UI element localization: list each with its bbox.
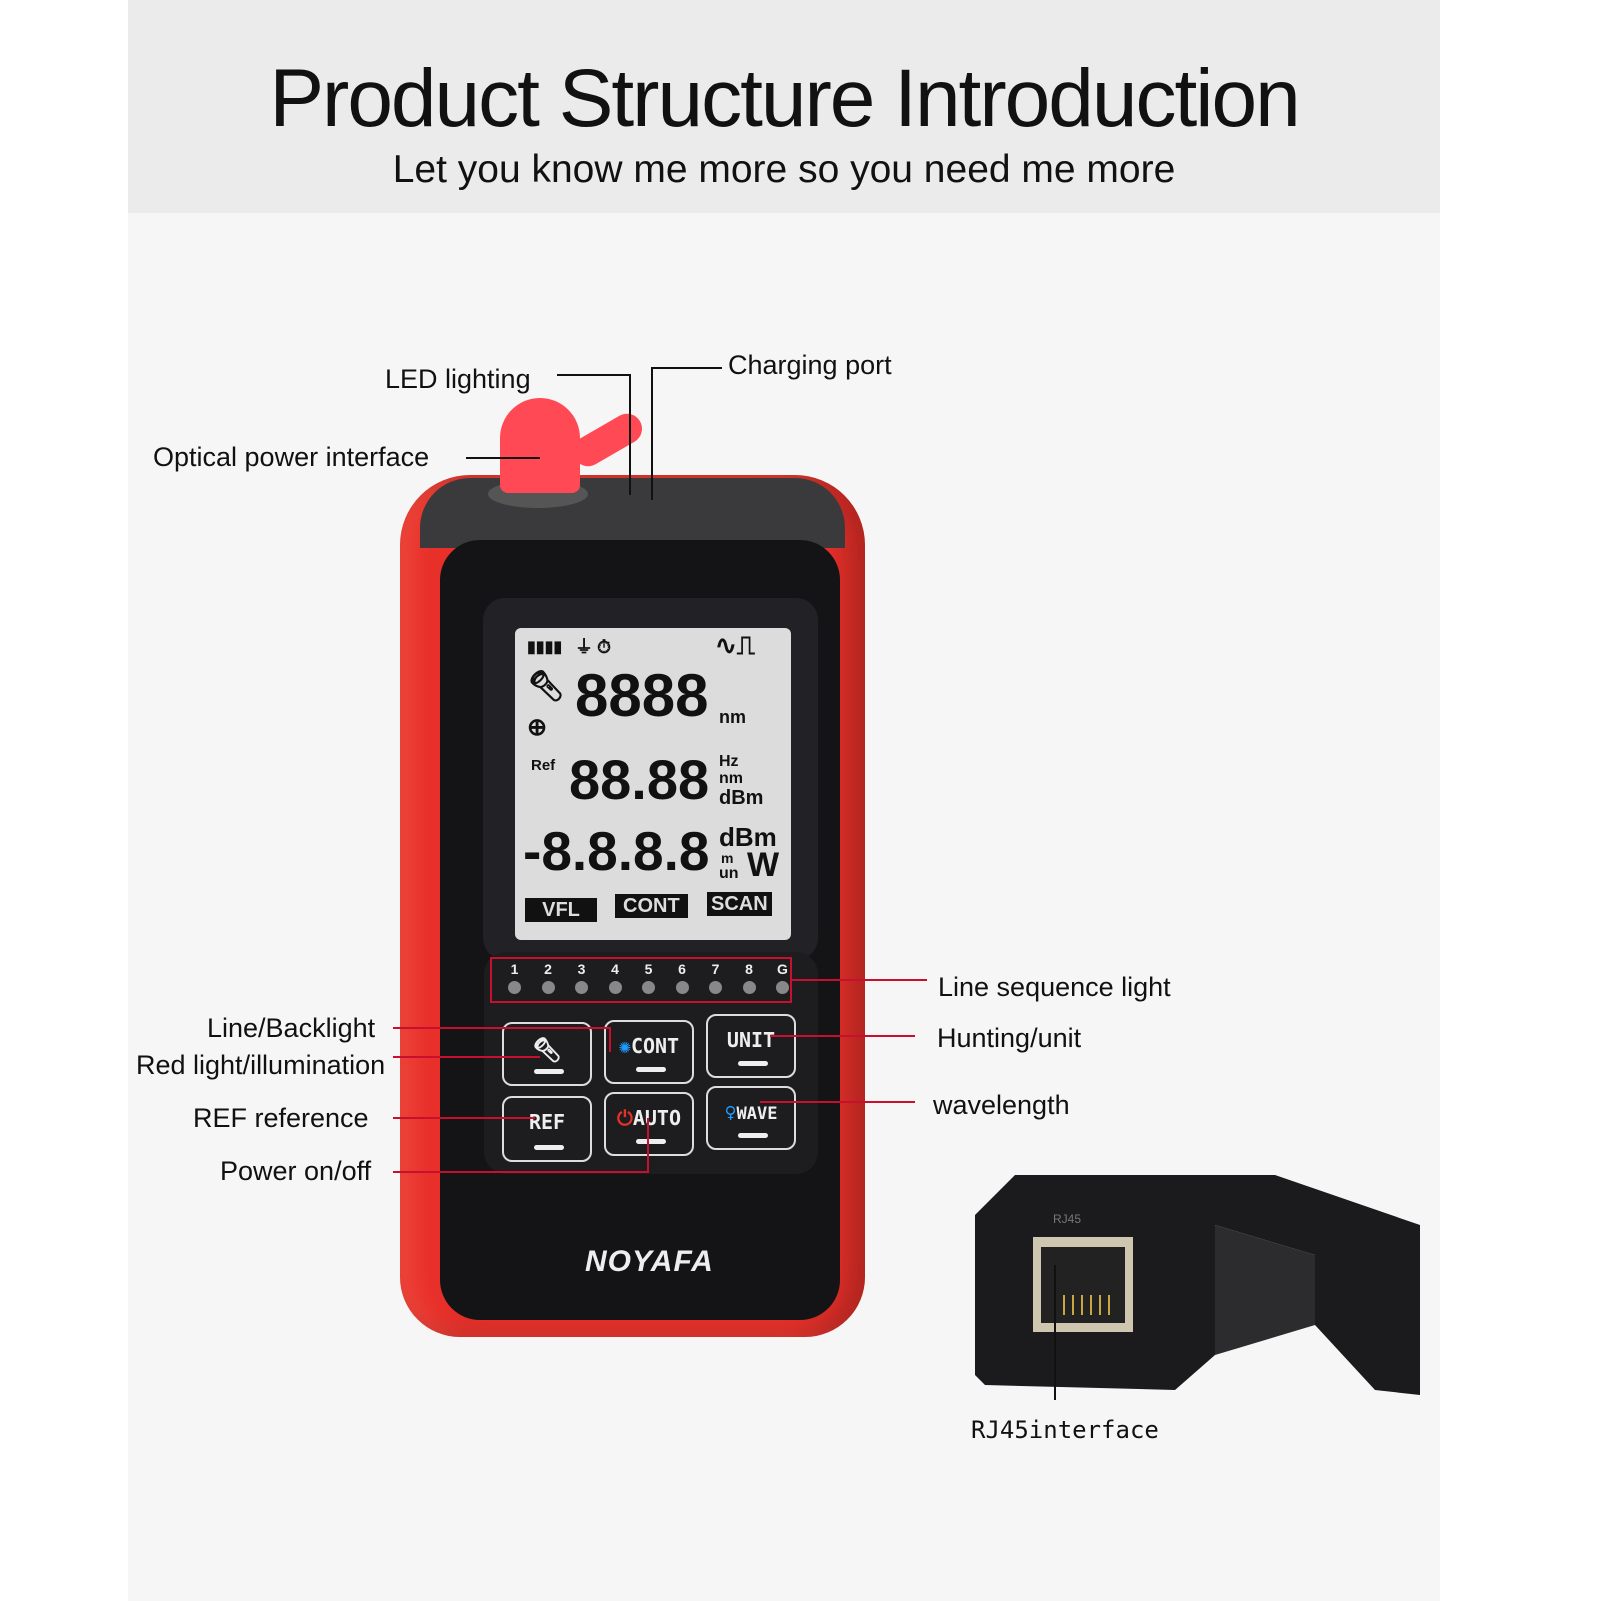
mode-cont: CONT — [615, 894, 688, 918]
led-light — [608, 981, 622, 994]
lcd-row2-unit-dbm: dBm — [719, 787, 764, 809]
lcd-row2-unit-hz: Hz — [719, 753, 739, 770]
line-sequence-leds: 1 2 3 4 5 6 7 8 G — [490, 957, 792, 1003]
callout-wavelength: wavelength — [933, 1090, 1070, 1120]
led-light — [508, 981, 521, 994]
led-number: 3 — [577, 961, 586, 977]
wave-button[interactable]: ♀WAVE — [706, 1086, 796, 1150]
led-light — [776, 981, 789, 994]
callout-ref: REF reference — [193, 1103, 369, 1133]
callout-optical-power: Optical power interface — [153, 442, 430, 472]
power-icon: ⏻ — [617, 1106, 633, 1130]
callout-line-backlight: Line/Backlight — [207, 1013, 376, 1043]
led-light — [675, 981, 689, 994]
optical-dust-cap — [500, 398, 580, 493]
lcd-row2: 88.88 — [569, 748, 710, 811]
led-number: 6 — [678, 961, 686, 977]
ref-button[interactable]: REF — [502, 1096, 592, 1162]
led-number: 1 — [510, 961, 519, 977]
lcd-ref: Ref — [531, 757, 556, 774]
callout-line-sequence: Line sequence light — [938, 972, 1171, 1002]
lcd-row3-unit-m: m — [721, 850, 734, 866]
plug-icon: ⏚ — [575, 637, 593, 657]
callout-charging-port: Charging port — [728, 350, 892, 380]
lcd-row3-unit-dbm: dBm — [719, 822, 777, 852]
rj45-port-label: RJ45 — [1053, 1212, 1081, 1226]
led-light — [709, 981, 722, 994]
page-subtitle: Let you know me more so you need me more — [392, 148, 1176, 191]
page-title: Product Structure Introduction — [269, 53, 1300, 144]
led-number: 4 — [611, 961, 619, 977]
callout-led-lighting: LED lighting — [385, 364, 531, 394]
led-light — [642, 981, 655, 994]
led-number: 2 — [544, 961, 552, 977]
led-number: 7 — [711, 961, 720, 977]
wave-button-label: WAVE — [736, 1104, 778, 1124]
lcd-row1: 8888 — [575, 662, 709, 729]
led-light — [742, 981, 756, 994]
led-number: G — [777, 961, 788, 977]
callout-power: Power on/off — [220, 1156, 372, 1186]
lcd-row3: -8.8.8.8 — [523, 820, 710, 882]
lcd-row1-unit: nm — [719, 707, 746, 727]
backlight-button[interactable]: 🔦︎ — [502, 1022, 592, 1086]
rj45-adapter: RJ45 — [975, 1175, 1420, 1395]
battery-icon: ▮▮▮▮ — [527, 639, 563, 656]
led-light — [541, 981, 555, 994]
lcd-screen: ▮▮▮▮ ⏚ ⏱ ∿⎍ 🔦︎ ⊕ 8888 nm Ref 88.88 Hz nm… — [515, 628, 791, 940]
target-icon: ⊕ — [527, 714, 548, 741]
backlight-icon: ✺ — [618, 1034, 631, 1058]
cont-button-label: CONT — [630, 1034, 680, 1058]
cont-button[interactable]: ✺CONT — [604, 1020, 694, 1084]
unit-button-label: UNIT — [726, 1028, 776, 1052]
unit-button[interactable]: UNIT — [706, 1014, 796, 1078]
ref-button-label: REF — [528, 1110, 566, 1134]
probe-icon: ♀ — [724, 1100, 737, 1124]
auto-button-label: AUTO — [632, 1106, 681, 1130]
waveform-icon: ∿⎍ — [715, 630, 755, 660]
flashlight-icon: 🔦︎ — [527, 670, 566, 703]
led-number: 5 — [644, 961, 653, 977]
flashlight-icon: 🔦︎ — [531, 1036, 563, 1064]
callout-red-light: Red light/illumination — [136, 1050, 386, 1080]
mode-scan: SCAN — [707, 892, 772, 916]
brand-logo: NOYAFA — [585, 1245, 714, 1278]
header-band — [128, 0, 1440, 213]
callout-rj45: RJ45interface — [971, 1416, 1159, 1444]
led-number: 8 — [745, 961, 753, 977]
mode-vfl: VFL — [525, 898, 597, 922]
lcd-row3-unit-un: un — [719, 865, 739, 882]
lcd-row3-unit-w: W — [747, 846, 780, 884]
callout-hunting-unit: Hunting/unit — [937, 1023, 1082, 1053]
led-light — [575, 981, 588, 994]
timer-icon: ⏱ — [597, 637, 612, 657]
lcd-row2-unit-nm: nm — [719, 770, 743, 787]
